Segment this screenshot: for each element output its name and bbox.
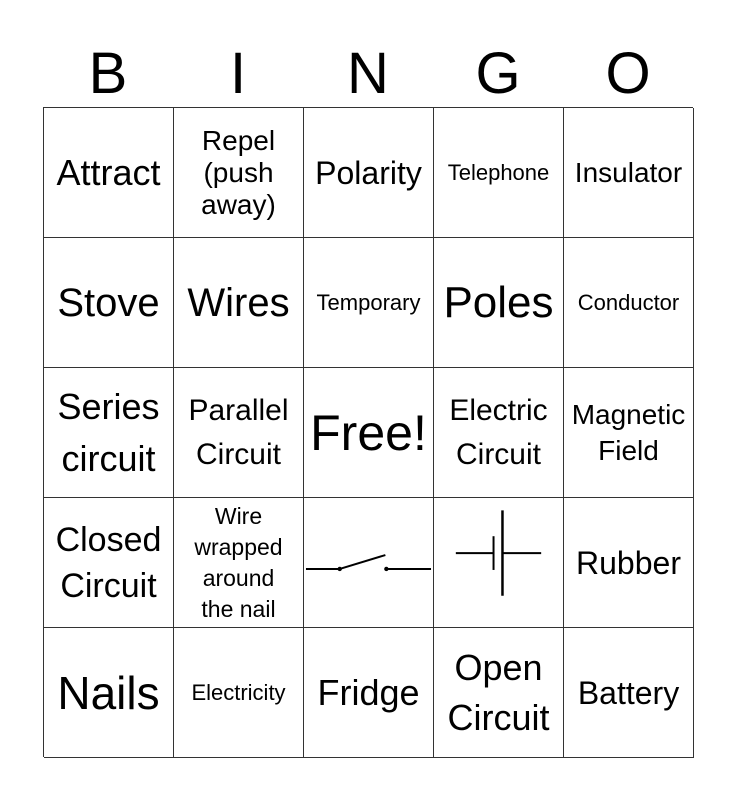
cell-text: Poles	[443, 277, 554, 327]
cell-text: Series circuit	[57, 385, 160, 479]
bingo-header: B I N G O	[43, 40, 693, 108]
bingo-cell-r3c2[interactable]: Parallel Circuit	[174, 368, 304, 498]
bingo-cell-r4c4[interactable]	[434, 498, 564, 628]
bingo-cell-r3c1[interactable]: Series circuit	[44, 368, 174, 498]
bingo-cell-r1c2[interactable]: Repel (push away)	[174, 108, 304, 238]
free-space: Free!	[310, 404, 427, 461]
cell-text: Fridge	[317, 671, 420, 713]
bingo-cell-r1c4[interactable]: Telephone	[434, 108, 564, 238]
cell-text: Conductor	[577, 289, 680, 315]
bingo-cell-r2c5[interactable]: Conductor	[564, 238, 694, 368]
bingo-cell-r5c2[interactable]: Electricity	[174, 628, 304, 758]
cell-text: Nails	[57, 666, 160, 719]
cell-text: Battery	[577, 674, 680, 711]
cell-text: Electricity	[191, 679, 286, 705]
battery-cell-symbol-icon	[455, 509, 542, 596]
cell-text: Wires	[187, 280, 290, 325]
bingo-cell-r2c2[interactable]: Wires	[174, 238, 304, 368]
cell-text: Polarity	[315, 154, 422, 191]
cell-text: Stove	[57, 280, 160, 325]
open-switch-symbol-icon	[305, 553, 432, 571]
cell-text: Repel (push away)	[201, 124, 276, 220]
cell-text: Closed Circuit	[55, 520, 162, 605]
cell-text: Wire wrapped around the nail	[194, 502, 283, 622]
cell-text: Insulator	[574, 156, 683, 188]
bingo-cell-r3c5[interactable]: Magnetic Field	[564, 368, 694, 498]
cell-text: Temporary	[316, 289, 421, 315]
bingo-cell-r4c3[interactable]	[304, 498, 434, 628]
header-letter-b: B	[88, 41, 128, 106]
cell-text: Rubber	[576, 544, 681, 581]
cell-text: Magnetic Field	[571, 398, 686, 466]
header-letter-o: O	[605, 41, 651, 106]
cell-text: Telephone	[447, 159, 550, 185]
cell-text: Open Circuit	[447, 646, 550, 738]
header-letter-i: I	[229, 41, 247, 106]
bingo-cell-r2c3[interactable]: Temporary	[304, 238, 434, 368]
bingo-grid: Attract Repel (push away) Polarity Telep…	[43, 107, 694, 758]
bingo-cell-r4c1[interactable]: Closed Circuit	[44, 498, 174, 628]
cell-text: Attract	[56, 151, 161, 193]
bingo-cell-r5c4[interactable]: Open Circuit	[434, 628, 564, 758]
bingo-cell-r1c5[interactable]: Insulator	[564, 108, 694, 238]
bingo-cell-r3c3[interactable]: Free!	[304, 368, 434, 498]
bingo-cell-r1c1[interactable]: Attract	[44, 108, 174, 238]
bingo-cell-r4c2[interactable]: Wire wrapped around the nail	[174, 498, 304, 628]
bingo-cell-r4c5[interactable]: Rubber	[564, 498, 694, 628]
bingo-cell-r3c4[interactable]: Electric Circuit	[434, 368, 564, 498]
header-letter-g: G	[475, 41, 521, 106]
cell-text: Electric Circuit	[449, 393, 548, 471]
bingo-cell-r5c3[interactable]: Fridge	[304, 628, 434, 758]
bingo-cell-r5c1[interactable]: Nails	[44, 628, 174, 758]
bingo-cell-r5c5[interactable]: Battery	[564, 628, 694, 758]
bingo-cell-r2c4[interactable]: Poles	[434, 238, 564, 368]
cell-text: Parallel Circuit	[188, 393, 289, 471]
bingo-cell-r1c3[interactable]: Polarity	[304, 108, 434, 238]
bingo-cell-r2c1[interactable]: Stove	[44, 238, 174, 368]
header-letter-n: N	[347, 41, 389, 106]
